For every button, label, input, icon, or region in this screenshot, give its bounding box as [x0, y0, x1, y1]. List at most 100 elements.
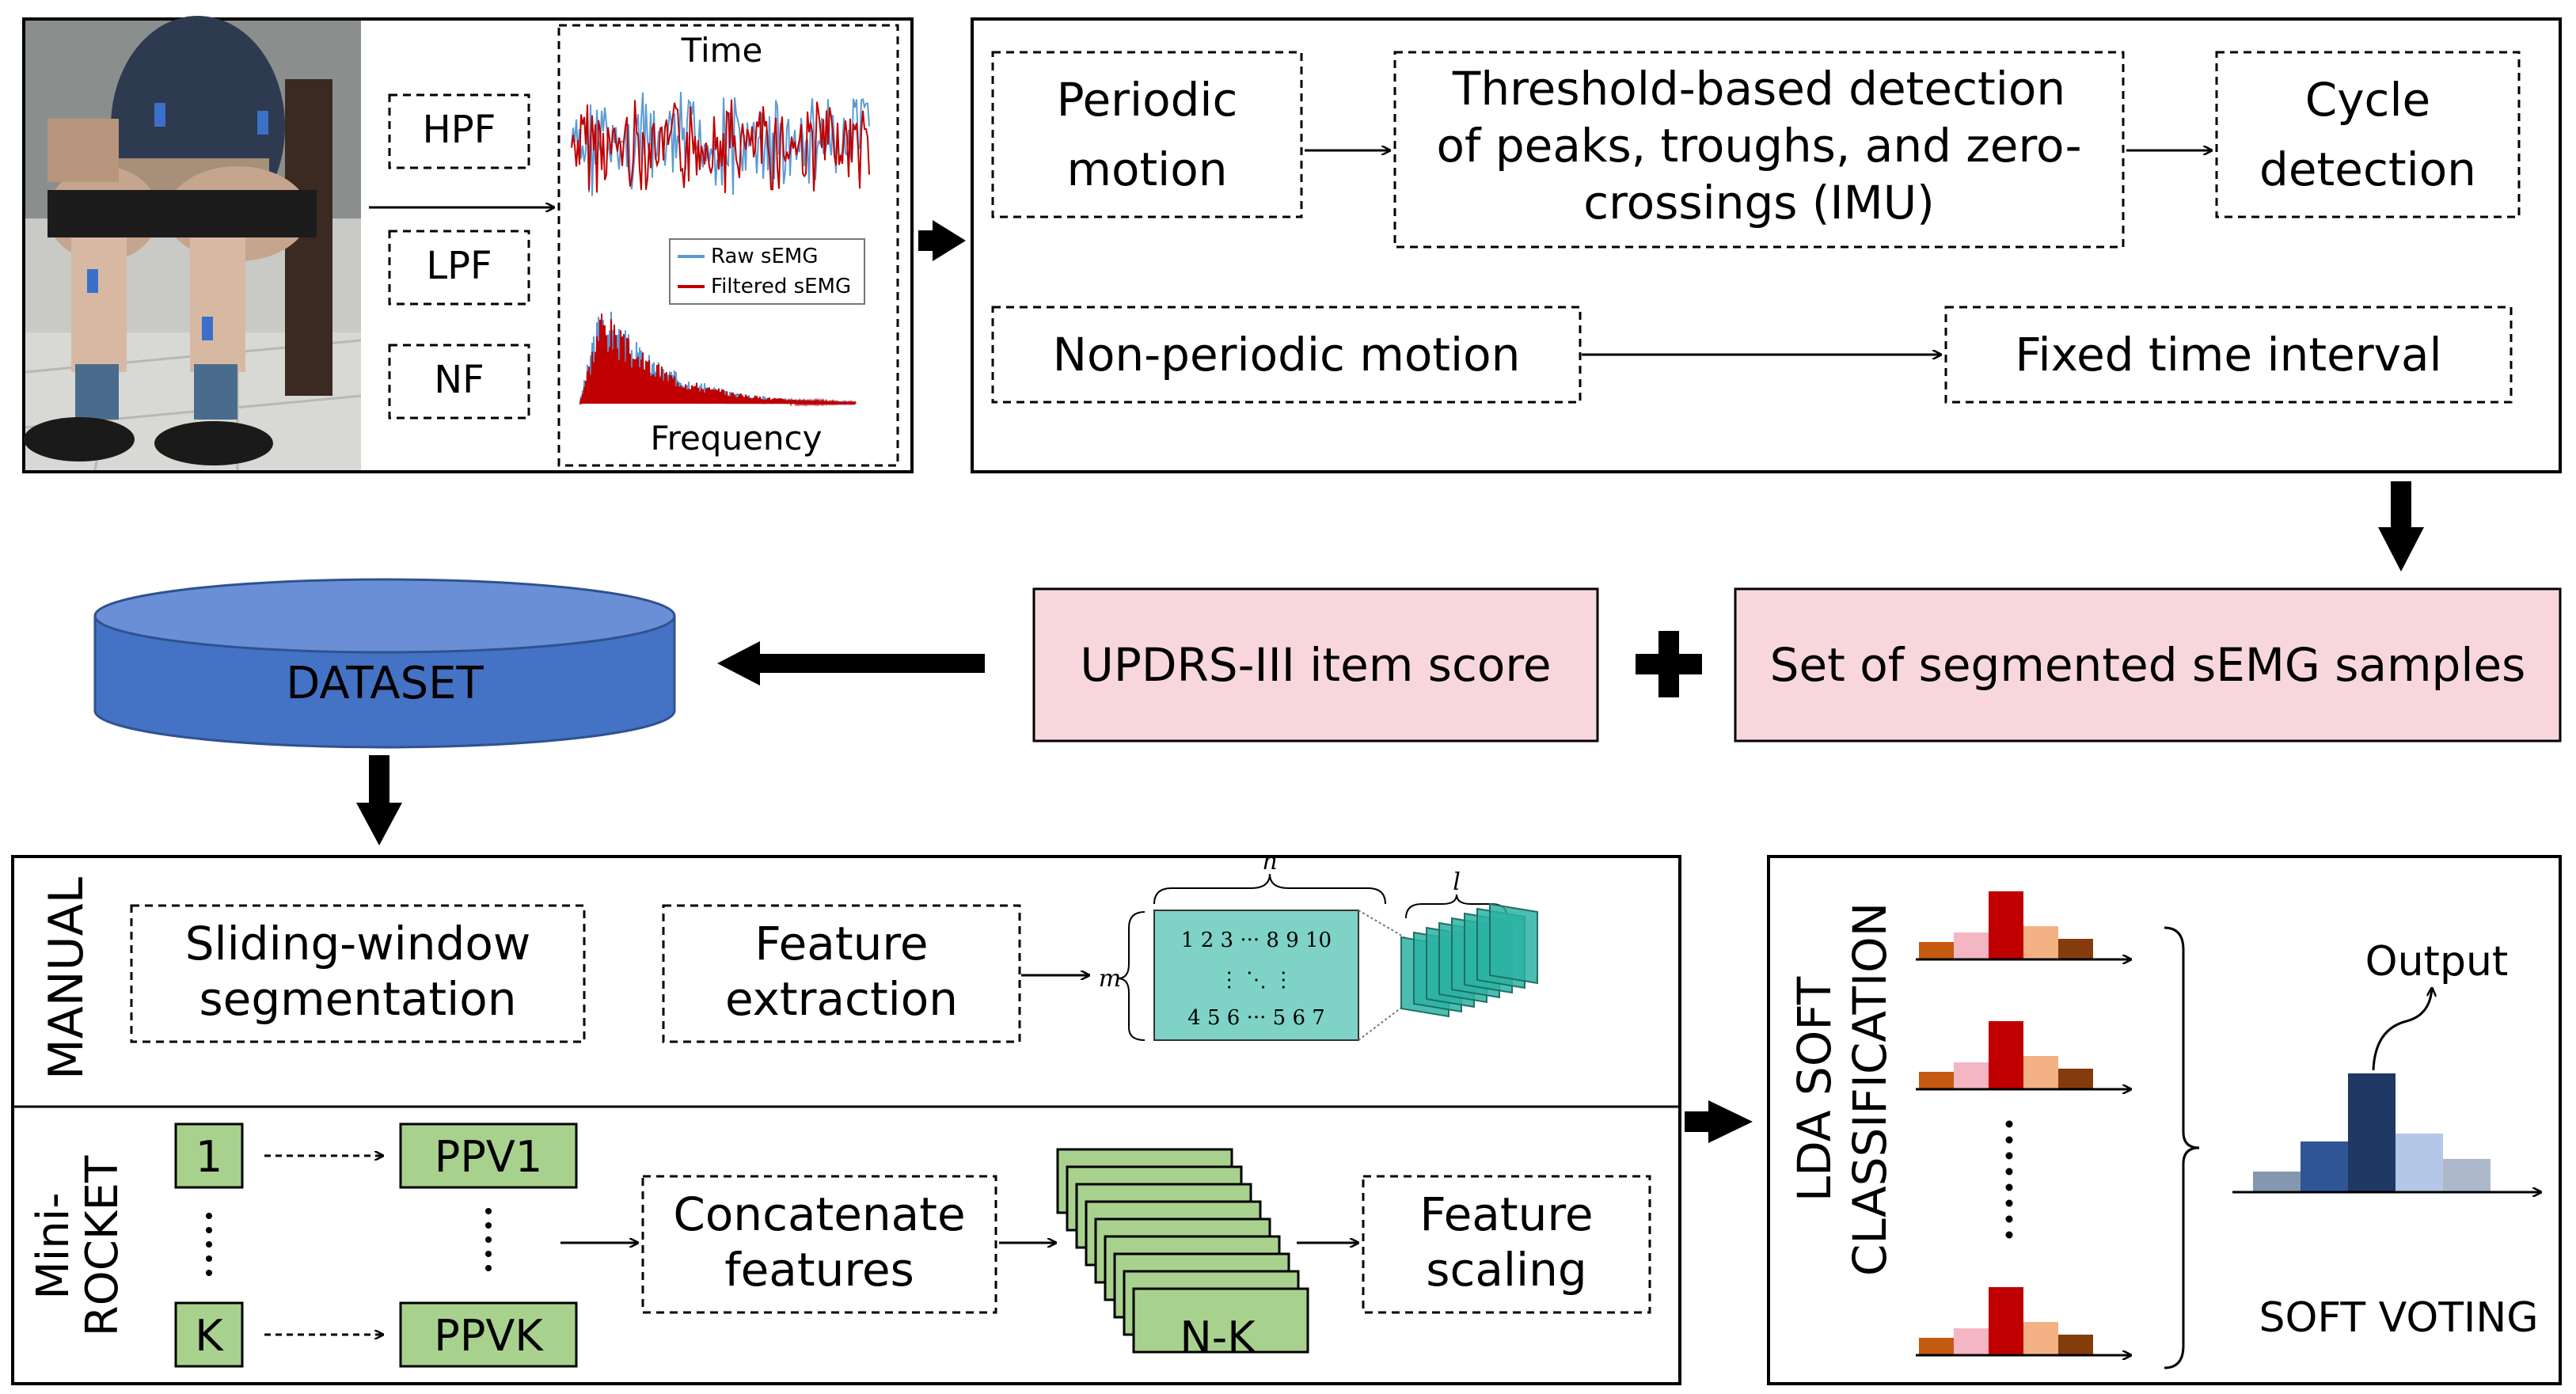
feature-matrix: n m 1 2 3 ··· 8 9 10 ⋮ ⋱ ⋮ 4 5 6 ··· 5 6…	[1099, 848, 1538, 1041]
nf-label: NF	[434, 358, 484, 402]
kernel-k-label: K	[195, 1311, 224, 1361]
time-domain-signal	[571, 91, 870, 196]
hpf-box: HPF	[388, 93, 530, 169]
thick-arrow-down-2	[356, 755, 402, 845]
nk-stack-layer	[1132, 1287, 1309, 1354]
soft-voting-histogram	[2232, 1073, 2541, 1192]
kernel-1-label: 1	[196, 1132, 222, 1182]
segmentation-panel	[971, 17, 2562, 473]
thick-arrow-right-2	[1685, 1100, 1753, 1143]
hpf-label: HPF	[423, 108, 496, 152]
class-hist-bar	[1919, 942, 1954, 959]
ppv-vertical-dots	[485, 1208, 492, 1271]
matrix-layer	[1489, 902, 1538, 985]
nf-box: NF	[388, 344, 530, 420]
feature-panel	[11, 855, 1681, 1385]
vote-hist-bar	[2396, 1134, 2443, 1192]
class-hist-bar	[2023, 1322, 2058, 1355]
soft-voting-label: SOFT VOTING	[2259, 1294, 2538, 1342]
kernel-vertical-dots	[206, 1213, 212, 1276]
class-hist-bar	[1989, 891, 2023, 959]
time-label: Time	[681, 31, 763, 70]
vote-hist-bar	[2348, 1073, 2396, 1192]
ppvk-label: PPVK	[434, 1311, 544, 1361]
plus-icon	[1636, 631, 1702, 697]
class-hist-bar	[2058, 939, 2093, 959]
thick-arrow-right-1	[918, 220, 966, 261]
matrix-l-label: l	[1453, 868, 1461, 896]
matrix-n-label: n	[1262, 848, 1277, 876]
class-hist-bar	[1954, 1062, 1989, 1089]
frequency-domain-signal	[579, 311, 857, 407]
manual-section-label: MANUAL	[39, 876, 94, 1080]
fixed-interval-box: Fixed time interval	[1944, 306, 2513, 404]
class-hist-bar	[2023, 926, 2058, 959]
fixed-interval-label: Fixed time interval	[2015, 328, 2441, 382]
class-hist-bar	[1954, 1328, 1989, 1355]
thick-arrow-left	[717, 641, 985, 686]
class-hist-bar	[1919, 1338, 1954, 1355]
matrix-layer-stack	[1400, 902, 1538, 1018]
nk-label: N-K	[1180, 1312, 1256, 1362]
frequency-label: Frequency	[651, 419, 823, 458]
class-hist-bar	[1919, 1072, 1954, 1089]
patient-photo	[24, 16, 362, 471]
ppv1-label: PPV1	[435, 1132, 542, 1182]
classification-panel	[1767, 855, 2562, 1385]
class-hist-bar	[1989, 1021, 2023, 1089]
kernel-1-box: 1	[174, 1122, 244, 1189]
matrix-row-1: 1 2 3 ··· 8 9 10	[1181, 929, 1332, 952]
non-periodic-motion-box: Non-periodic motion	[991, 306, 1582, 404]
legend-filtered: Filtered sEMG	[711, 275, 851, 298]
minirocket-section-label: Mini-ROCKET	[28, 1155, 128, 1336]
class-hist-bar	[2058, 1335, 2093, 1355]
nk-feature-stack	[1056, 1148, 1309, 1354]
signal-legend: Raw sEMG Filtered sEMG	[669, 238, 865, 305]
class-hist-bar	[2058, 1069, 2093, 1089]
matrix-m-label: m	[1099, 965, 1121, 993]
matrix-row-2: ⋮ ⋱ ⋮	[1219, 968, 1294, 992]
class-hist-bar	[2023, 1056, 2058, 1089]
vote-hist-bar	[2301, 1141, 2348, 1192]
vote-hist-bar	[2443, 1159, 2491, 1192]
output-label: Output	[2365, 938, 2509, 986]
lpf-box: LPF	[388, 230, 530, 306]
ppvk-box: PPVK	[399, 1301, 578, 1368]
segmented-samples-box: Set of segmented sEMG samples	[1734, 587, 2562, 743]
voting-brace	[2164, 926, 2200, 1369]
dataset-cylinder: DATASET	[93, 578, 676, 749]
dataset-label: DATASET	[286, 658, 484, 709]
lda-classification-label: LDA SOFTCLASSIFICATION	[1788, 902, 1897, 1276]
signal-plot-box	[557, 24, 899, 467]
kernel-k-box: K	[174, 1301, 244, 1368]
segmented-samples-label: Set of segmented sEMG samples	[1770, 638, 2526, 692]
preprocessing-panel	[22, 17, 914, 473]
class-histograms	[1916, 891, 2131, 1355]
lpf-label: LPF	[426, 244, 492, 288]
non-periodic-motion-label: Non-periodic motion	[1053, 328, 1521, 382]
legend-raw: Raw sEMG	[711, 245, 819, 268]
ppv1-box: PPV1	[399, 1122, 578, 1189]
updrs-score-box: UPDRS-III item score	[1032, 587, 1599, 743]
thick-arrow-down-1	[2378, 481, 2424, 572]
output-curve-arrow	[2372, 988, 2432, 1071]
histogram-vertical-dots	[2005, 1120, 2013, 1239]
matrix-row-3: 4 5 6 ··· 5 6 7	[1187, 1006, 1325, 1030]
class-hist-bar	[1954, 932, 1989, 959]
updrs-label: UPDRS-III item score	[1080, 638, 1551, 692]
